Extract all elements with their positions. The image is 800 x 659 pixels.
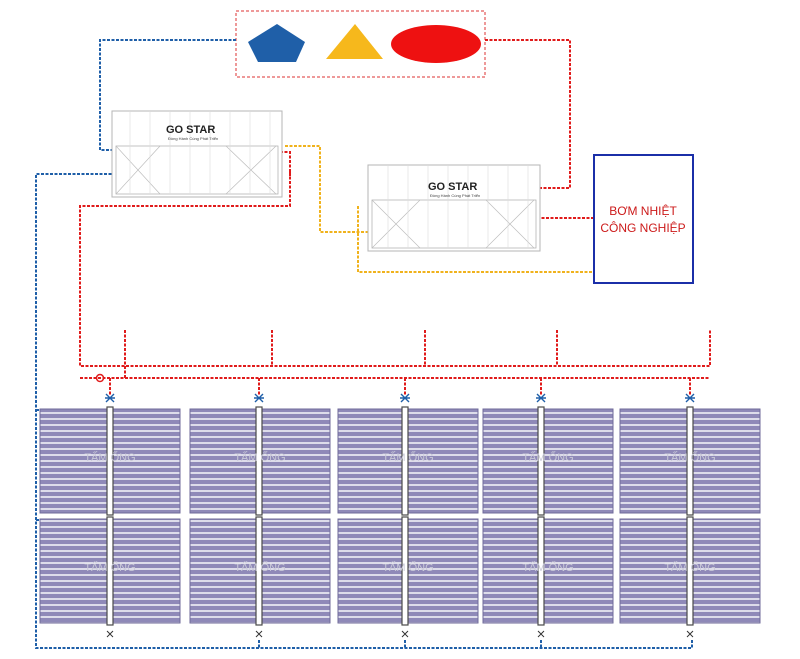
tank-2-slogan: Đồng Hành Cùng Phát Triển (430, 193, 480, 198)
collector-panel-label: TẤM ỐNG (382, 450, 433, 464)
industrial-heat-pump: BƠM NHIỆT CÔNG NGHIỆP (593, 154, 694, 284)
heat-pump-label-line1: BƠM NHIỆT (609, 203, 677, 218)
storage-tank-1: GO STAR Đồng Hành Cùng Phát Triển (111, 110, 283, 198)
column-valve-icon (254, 393, 264, 403)
collector-panel: TẤM ỐNG (482, 406, 614, 516)
collector-panel-label: TẤM ỐNG (234, 450, 285, 464)
drain-valve-icon (686, 630, 694, 638)
tank1-connector-pipe (280, 151, 291, 176)
hot-risers (109, 330, 691, 395)
collector-panel-label: TẤM ỐNG (522, 560, 573, 574)
tank-1-slogan: Đồng Hành Cùng Phát Triển (168, 136, 218, 141)
legend-ellipse (391, 25, 481, 63)
cold-return-pipe (99, 39, 236, 151)
drain-valve-icon (401, 630, 409, 638)
column-valve-icon (536, 393, 546, 403)
storage-tank-2: GO STAR Đồng Hành Cùng Phát Triển (367, 164, 541, 252)
column-valve-icon (105, 393, 115, 403)
collector-panel-label: TẤM ỐNG (382, 560, 433, 574)
collector-panel-label: TẤM ỐNG (664, 560, 715, 574)
collector-panel: TẤM ỐNG (189, 516, 331, 626)
collector-panel-label: TẤM ỐNG (664, 450, 715, 464)
collector-panel: TẤM ỐNG (619, 516, 761, 626)
collector-panel-label: TẤM ỐNG (234, 560, 285, 574)
hot-main-pipe (79, 172, 711, 367)
tank-bottom-loop-pipe (357, 206, 594, 273)
drain-valve-icon (255, 630, 263, 638)
legend-pentagon (248, 24, 305, 62)
tank-2-brand: GO STAR (428, 181, 477, 193)
tank-1-brand: GO STAR (166, 124, 215, 136)
collector-panel: TẤM ỐNG (39, 406, 181, 516)
collector-panel-label: TẤM ỐNG (84, 450, 135, 464)
collector-panel-label: TẤM ỐNG (522, 450, 573, 464)
collector-panel: TẤM ỐNG (189, 406, 331, 516)
solar-collector-array: TẤM ỐNG TẤM ỐNG TẤM ỐNG TẤM ỐNG TẤM ỐNG TẤM Ố… (39, 393, 761, 638)
column-valve-icon (400, 393, 410, 403)
tank-loop-pipe (285, 145, 368, 233)
cold-supply-pipe (35, 173, 693, 649)
legend-box (235, 10, 486, 78)
collector-panel: TẤM ỐNG (39, 516, 181, 626)
heat-pump-label-line2: CÔNG NGHIỆP (600, 220, 685, 235)
collector-panel: TẤM ỐNG (482, 516, 614, 626)
legend-triangle (326, 24, 383, 59)
collector-panel: TẤM ỐNG (337, 406, 479, 516)
drain-valve-icon (106, 630, 114, 638)
column-valve-icon (685, 393, 695, 403)
collector-panel: TẤM ỐNG (619, 406, 761, 516)
hot-return-pipe (485, 39, 571, 189)
drain-valve-icon (537, 630, 545, 638)
collector-panel-label: TẤM ỐNG (84, 560, 135, 574)
collector-panel: TẤM ỐNG (337, 516, 479, 626)
inlet-valve-icon (95, 373, 105, 383)
pipe-network (35, 39, 711, 649)
